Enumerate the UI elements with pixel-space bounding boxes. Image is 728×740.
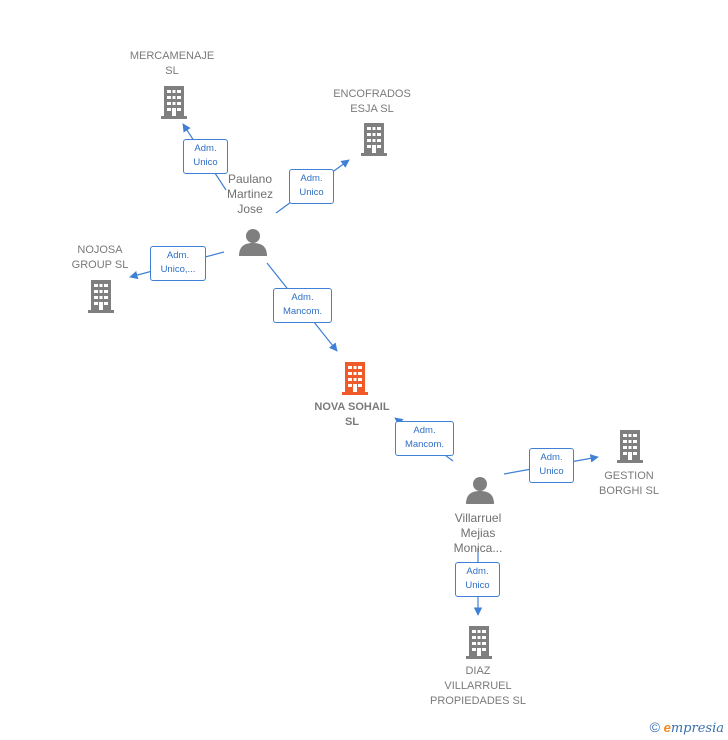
edge-label-novasohail-paulano[interactable]: Adm. Mancom. — [273, 288, 332, 323]
paulano-person-icon[interactable] — [239, 229, 267, 256]
edge-label-gestion[interactable]: Adm. Unico — [529, 448, 574, 483]
empresia-logo: © empresia — [650, 719, 724, 736]
node-label-mercamenaje[interactable]: MERCAMENAJE SL — [129, 50, 215, 77]
edge-label-mercamenaje[interactable]: Adm. Unico — [183, 139, 228, 174]
node-label-nojosa[interactable]: NOJOSA GROUP SL — [71, 244, 129, 271]
node-label-novasohail[interactable]: NOVA SOHAIL SL — [314, 401, 390, 428]
encofrados-building-icon[interactable] — [361, 123, 387, 156]
edge-label-novasohail-villarruel[interactable]: Adm. Mancom. — [395, 421, 454, 456]
diaz-building-icon[interactable] — [466, 626, 492, 659]
copyright-symbol: © — [649, 719, 660, 735]
villarruel-person-icon[interactable] — [466, 477, 494, 504]
node-label-encofrados[interactable]: ENCOFRADOS ESJA SL — [333, 88, 411, 115]
edge-label-diaz[interactable]: Adm. Unico — [455, 562, 500, 597]
novasohail-building-icon[interactable] — [342, 362, 368, 395]
gestion-building-icon[interactable] — [617, 430, 643, 463]
node-label-paulano[interactable]: Paulano Martinez Jose — [226, 172, 273, 216]
mercamenaje-building-icon[interactable] — [161, 86, 187, 119]
brand-initial: e — [663, 720, 671, 735]
edge-label-nojosa[interactable]: Adm. Unico,... — [150, 246, 206, 281]
nojosa-building-icon[interactable] — [88, 280, 114, 313]
node-label-villarruel[interactable]: Villarruel Mejias Monica... — [453, 511, 503, 555]
brand-name: mpresia — [670, 721, 724, 736]
node-label-gestion[interactable]: GESTION BORGHI SL — [599, 470, 659, 497]
edge-label-encofrados[interactable]: Adm. Unico — [289, 169, 334, 204]
node-label-diaz[interactable]: DIAZ VILLARRUEL PROPIEDADES SL — [430, 665, 526, 707]
